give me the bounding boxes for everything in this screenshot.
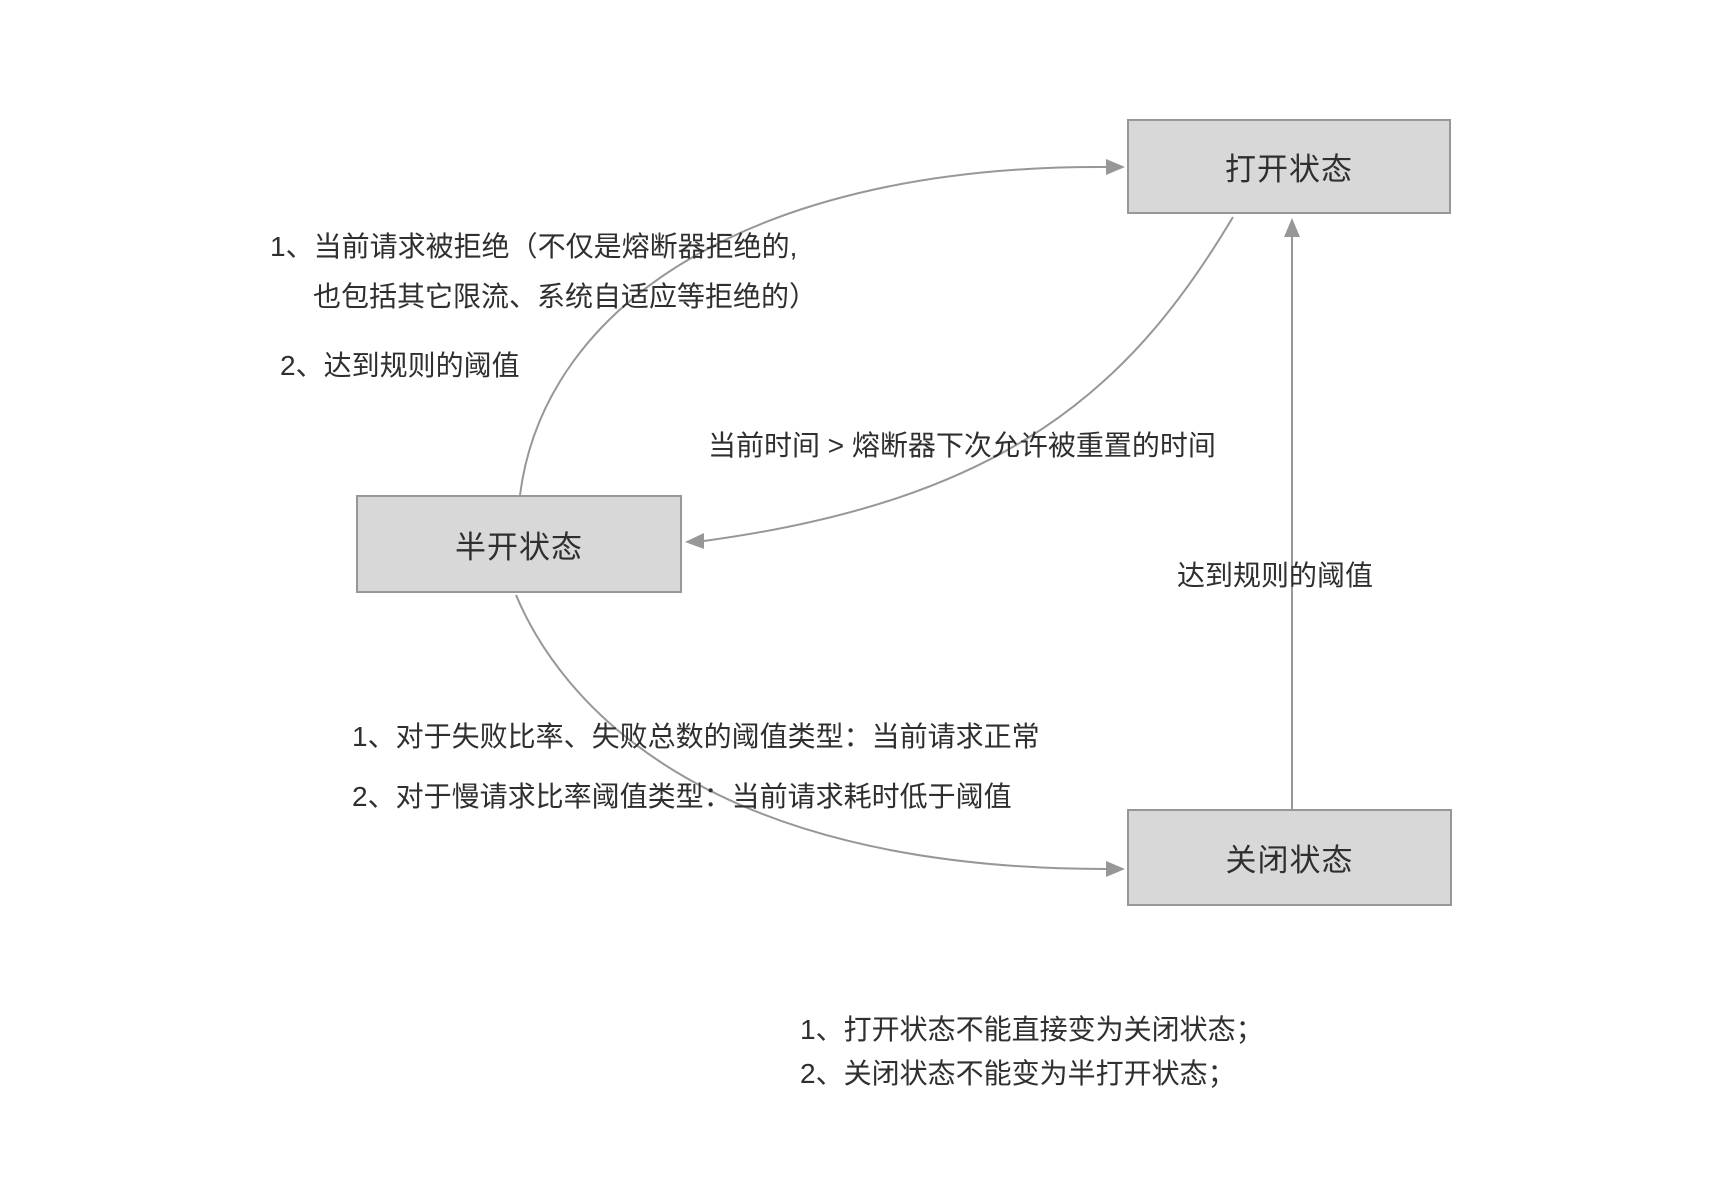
edge-label-open-to-halfopen: 当前时间 > 熔断器下次允许被重置的时间	[708, 426, 1216, 466]
note-halfopen-to-closed-line1-text: 1、对于失败比率、失败总数的阈值类型：当前请求正常	[352, 721, 1040, 752]
state-node-half-open: 半开状态	[356, 495, 682, 593]
note-halfopen-to-closed-line2-text: 2、对于慢请求比率阈值类型：当前请求耗时低于阈值	[352, 781, 1012, 812]
arrowhead-halfopen-to-open	[1106, 159, 1125, 175]
note-halfopen-to-open-threshold: 2、达到规则的阈值	[280, 345, 520, 387]
footer-note: 1、打开状态不能直接变为关闭状态； 2、关闭状态不能变为半打开状态；	[800, 1008, 1264, 1096]
edge-label-open-to-halfopen-text: 当前时间 > 熔断器下次允许被重置的时间	[708, 430, 1216, 461]
state-node-open-label: 打开状态	[1225, 152, 1353, 187]
edge-open-to-halfopen	[703, 216, 1234, 542]
edge-halfopen-to-closed	[515, 594, 1107, 870]
state-node-closed-label: 关闭状态	[1225, 843, 1354, 878]
state-node-half-open-label: 半开状态	[455, 529, 583, 565]
edge-label-closed-to-open-text: 达到规则的阈值	[1177, 560, 1374, 591]
footer-note-line1: 1、打开状态不能直接变为关闭状态；	[800, 1014, 1264, 1045]
arrowhead-open-to-halfopen	[685, 533, 704, 549]
note-halfopen-to-open-line2: 也包括其它限流、系统自适应等拒绝的）	[313, 281, 818, 312]
edge-halfopen-to-open	[519, 165, 1107, 496]
edge-label-closed-to-open: 达到规则的阈值	[1177, 556, 1373, 596]
state-node-open: 打开状态	[1127, 119, 1451, 214]
note-halfopen-to-open: 1、当前请求被拒绝（不仅是熔断器拒绝的, 也包括其它限流、系统自适应等拒绝的）	[270, 222, 817, 322]
arrowhead-halfopen-to-closed	[1106, 861, 1125, 877]
state-node-closed: 关闭状态	[1127, 809, 1452, 906]
footer-note-line2: 2、关闭状态不能变为半打开状态；	[800, 1058, 1236, 1089]
note-halfopen-to-open-line3: 2、达到规则的阈值	[280, 350, 520, 381]
note-halfopen-to-closed-line2: 2、对于慢请求比率阈值类型：当前请求耗时低于阈值	[352, 776, 1012, 818]
arrowhead-closed-to-open	[1284, 218, 1300, 237]
note-halfopen-to-open-line1: 1、当前请求被拒绝（不仅是熔断器拒绝的,	[270, 231, 798, 262]
note-halfopen-to-closed-line1: 1、对于失败比率、失败总数的阈值类型：当前请求正常	[352, 716, 1040, 758]
